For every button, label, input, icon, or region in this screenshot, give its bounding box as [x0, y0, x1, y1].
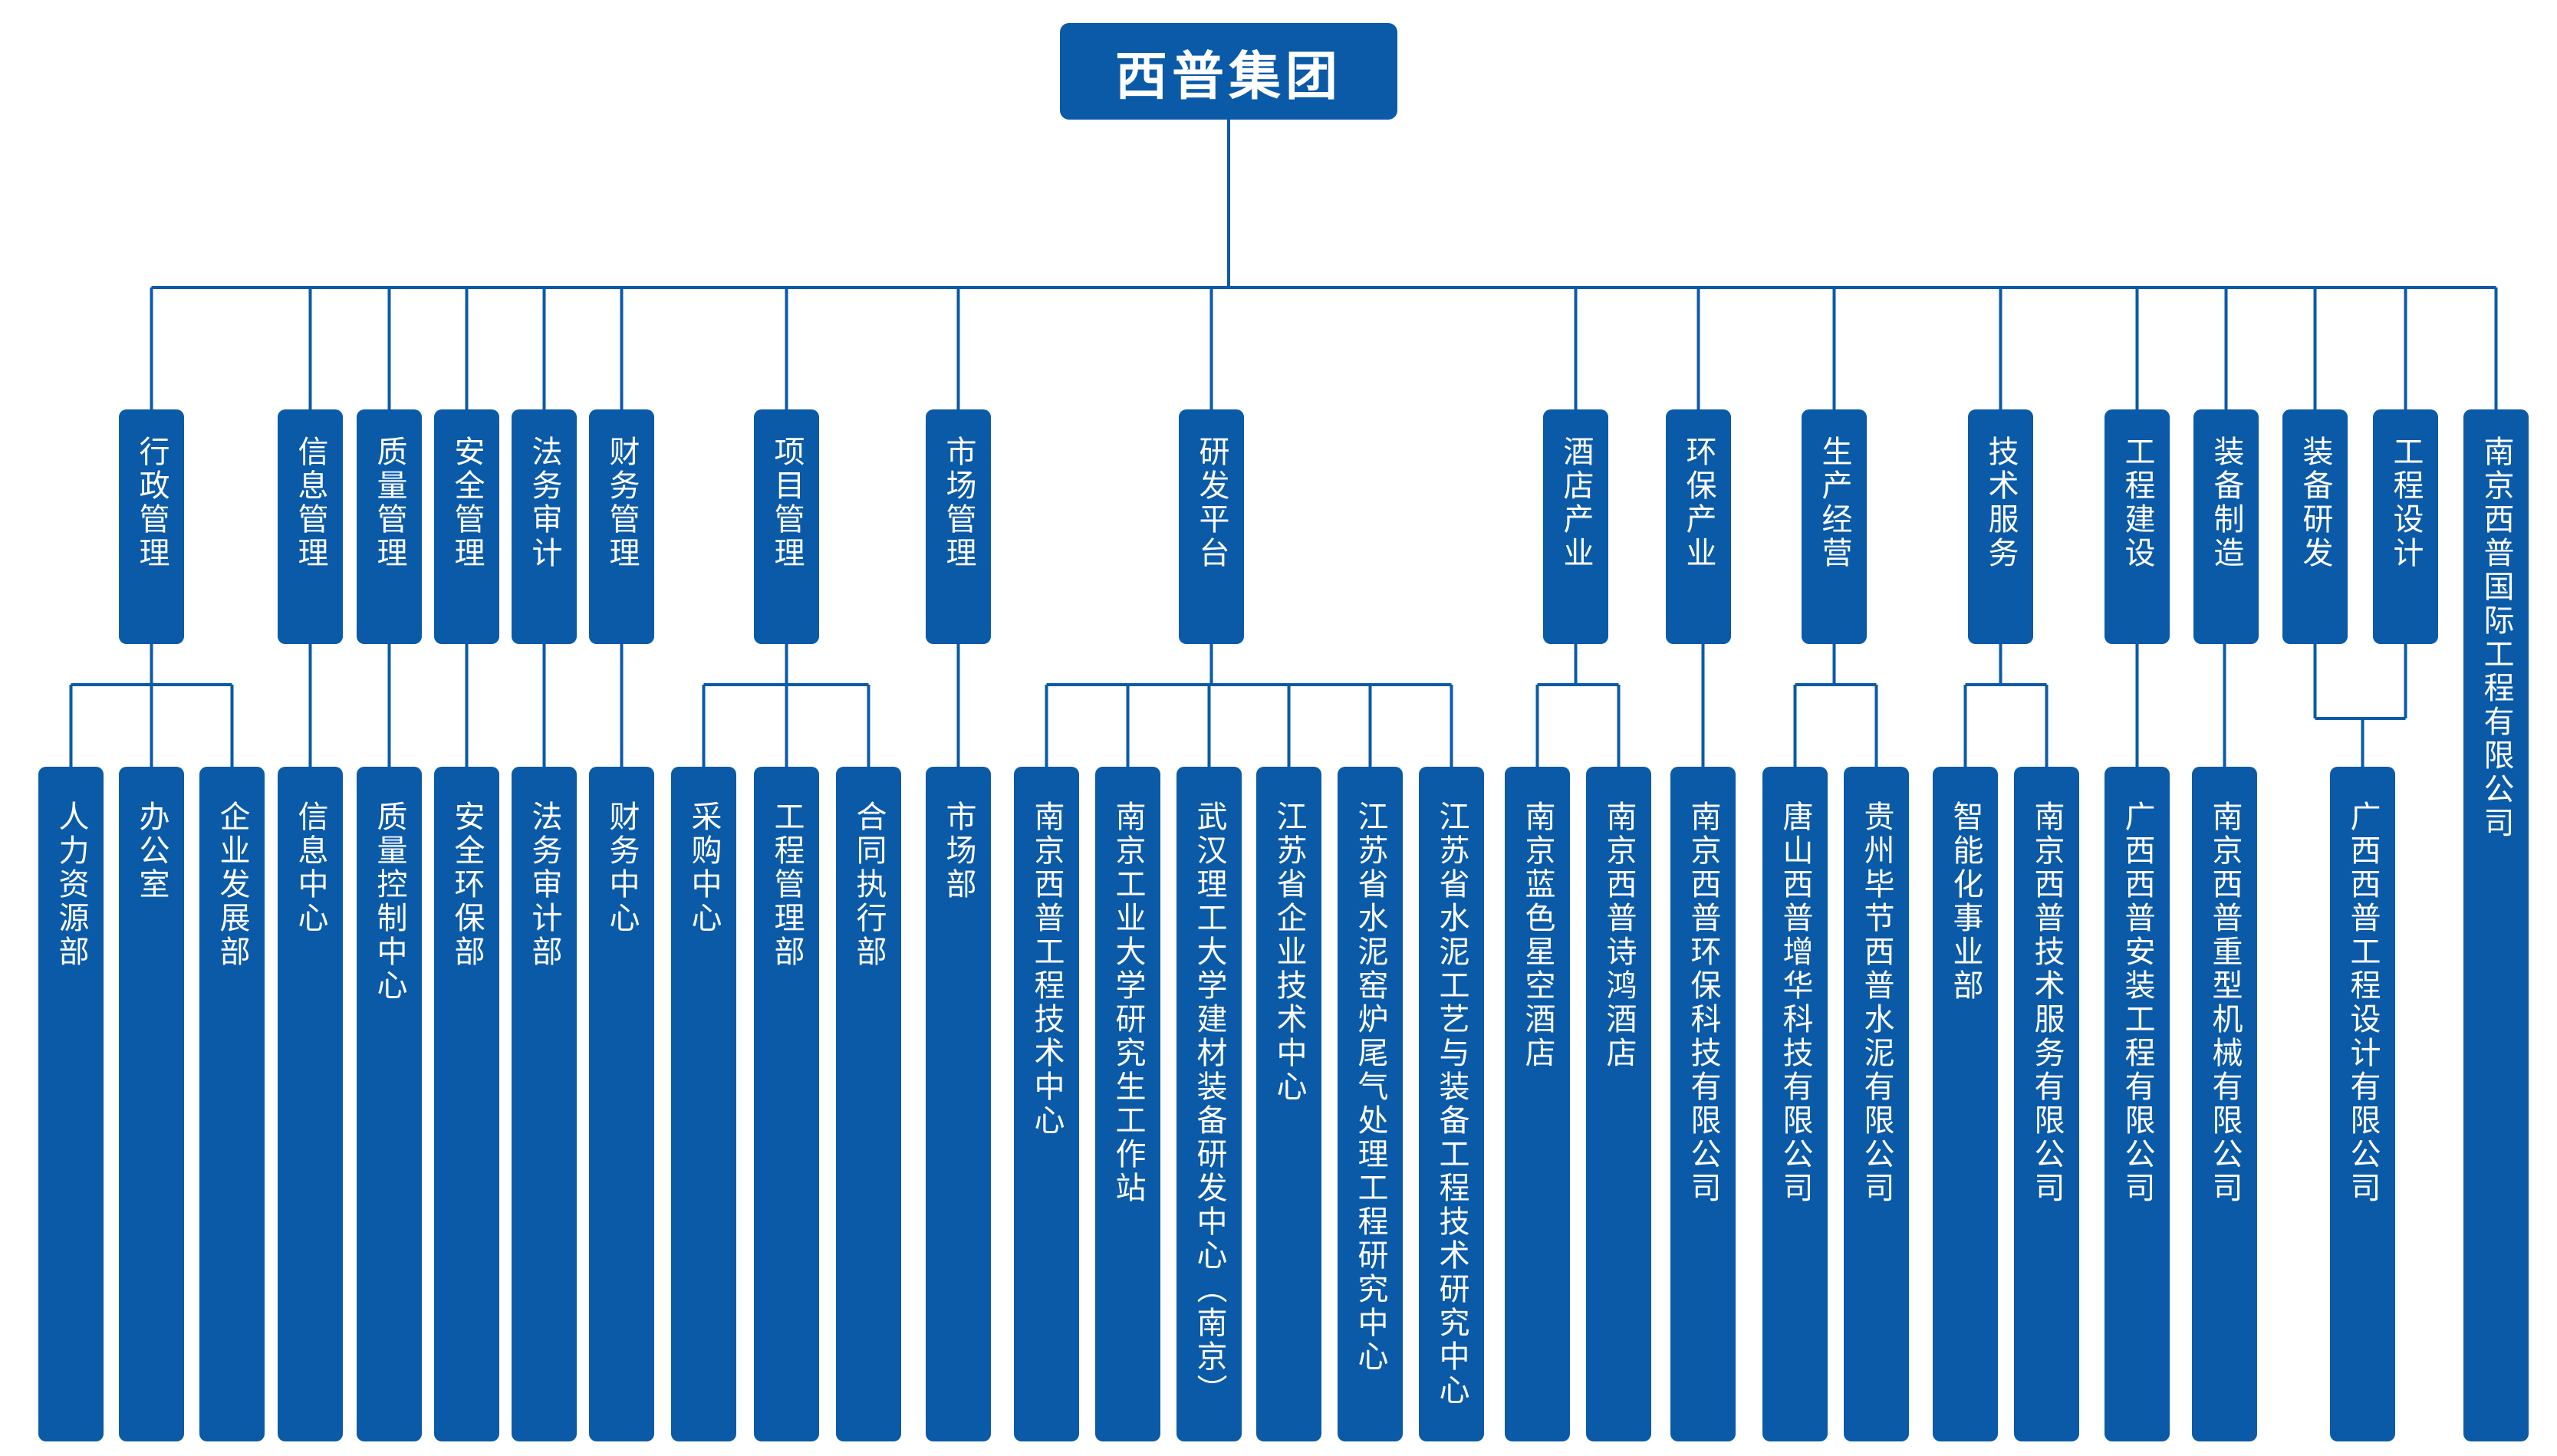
group-8-child-4-label: 江苏省水泥窑炉尾气处理工程研究中心 [1352, 800, 1388, 1374]
group-8-child-3-label: 江苏省企业技术中心 [1271, 800, 1307, 1104]
group-12-child-0-label: 智能化事业部 [1947, 800, 1983, 1003]
group-2-label: 质量管理 [371, 435, 407, 570]
group-5-label: 财务管理 [604, 435, 640, 570]
group-11-child-1-label: 贵州毕节西普水泥有限公司 [1858, 800, 1894, 1205]
group-16: 工程设计 [2373, 409, 2438, 644]
group-4-label: 法务审计 [526, 435, 562, 570]
group-3: 安全管理 [434, 409, 499, 644]
group-9: 酒店产业 [1543, 409, 1608, 644]
group-3-child-0: 安全环保部 [434, 767, 499, 1441]
group-0-label: 行政管理 [133, 435, 169, 570]
group-0-child-2-label: 企业发展部 [214, 800, 250, 969]
group-8-child-5: 江苏省水泥工艺与装备工程技术研究中心 [1419, 767, 1484, 1441]
group-6-child-1: 工程管理部 [754, 767, 819, 1441]
group-12-child-1-label: 南京西普技术服务有限公司 [2029, 800, 2065, 1205]
group-0-child-1: 办公室 [119, 767, 184, 1441]
group-2-child-0-label: 质量控制中心 [371, 800, 407, 1003]
group-12-child-1: 南京西普技术服务有限公司 [2014, 767, 2079, 1441]
group-10-child-0-label: 南京西普环保科技有限公司 [1685, 800, 1721, 1205]
group-8-child-2: 武汉理工大学建材装备研发中心（南京） [1176, 767, 1242, 1441]
group-17-label: 南京西普国际工程有限公司 [2478, 435, 2514, 840]
group-8-child-2-label: 武汉理工大学建材装备研发中心（南京） [1191, 800, 1227, 1408]
group-11-child-1: 贵州毕节西普水泥有限公司 [1844, 767, 1909, 1441]
group-13-child-0-label: 广西西普安装工程有限公司 [2119, 800, 2155, 1205]
group-1-child-0: 信息中心 [278, 767, 343, 1441]
group-1-child-0-label: 信息中心 [292, 800, 328, 935]
group-11-child-0-label: 唐山西普增华科技有限公司 [1777, 800, 1813, 1205]
group-5-child-0-label: 财务中心 [604, 800, 640, 935]
group-12-label: 技术服务 [1983, 435, 2019, 570]
group-9-child-0: 南京蓝色星空酒店 [1505, 767, 1570, 1441]
group-5: 财务管理 [589, 409, 654, 644]
group-8-label: 研发平台 [1193, 435, 1229, 570]
group-8-child-1: 南京工业大学研究生工作站 [1095, 767, 1160, 1441]
group-10-child-0: 南京西普环保科技有限公司 [1670, 767, 1736, 1441]
group-11: 生产经营 [1802, 409, 1867, 644]
group-15: 装备研发 [2282, 409, 2348, 644]
group-7: 市场管理 [926, 409, 991, 644]
group-6-child-1-label: 工程管理部 [768, 800, 805, 969]
group-4-child-0-label: 法务审计部 [526, 800, 562, 969]
group-4-child-0: 法务审计部 [512, 767, 577, 1441]
group-3-child-0-label: 安全环保部 [449, 800, 485, 969]
group-8-child-0: 南京西普工程技术中心 [1014, 767, 1079, 1441]
group-8: 研发平台 [1179, 409, 1244, 644]
group-15-child-0-label: 广西西普工程设计有限公司 [2345, 800, 2381, 1205]
group-14-child-0: 南京西普重型机械有限公司 [2192, 767, 2257, 1441]
group-5-child-0: 财务中心 [589, 767, 654, 1441]
group-6-child-2: 合同执行部 [836, 767, 901, 1441]
group-9-child-1: 南京西普诗鸿酒店 [1586, 767, 1651, 1441]
group-15-label: 装备研发 [2297, 435, 2333, 570]
group-1-label: 信息管理 [292, 435, 328, 570]
group-11-label: 生产经营 [1816, 435, 1852, 570]
group-17: 南京西普国际工程有限公司 [2463, 409, 2529, 1441]
group-8-child-4: 江苏省水泥窑炉尾气处理工程研究中心 [1338, 767, 1403, 1441]
group-16-label: 工程设计 [2388, 435, 2424, 570]
group-12: 技术服务 [1968, 409, 2033, 644]
group-6-label: 项目管理 [768, 435, 805, 570]
group-9-label: 酒店产业 [1558, 435, 1594, 570]
group-2: 质量管理 [357, 409, 422, 644]
group-9-child-1-label: 南京西普诗鸿酒店 [1601, 800, 1637, 1070]
group-2-child-0: 质量控制中心 [357, 767, 422, 1441]
group-8-child-1-label: 南京工业大学研究生工作站 [1110, 800, 1146, 1205]
group-6-child-0-label: 采购中心 [686, 800, 722, 935]
group-6: 项目管理 [754, 409, 819, 644]
group-14: 装备制造 [2193, 409, 2259, 644]
group-10-label: 环保产业 [1680, 435, 1716, 570]
group-1: 信息管理 [278, 409, 343, 644]
group-0-child-0: 人力资源部 [38, 767, 104, 1441]
group-12-child-0: 智能化事业部 [1933, 767, 1998, 1441]
group-7-child-0: 市场部 [926, 767, 991, 1441]
group-8-child-0-label: 南京西普工程技术中心 [1028, 800, 1065, 1138]
group-10: 环保产业 [1666, 409, 1731, 644]
group-11-child-0: 唐山西普增华科技有限公司 [1762, 767, 1828, 1441]
group-13-label: 工程建设 [2119, 435, 2155, 570]
group-0-child-1-label: 办公室 [133, 800, 169, 902]
group-14-child-0-label: 南京西普重型机械有限公司 [2207, 800, 2243, 1205]
root-node: 西普集团 [1060, 23, 1397, 120]
group-7-child-0-label: 市场部 [940, 800, 976, 902]
group-6-child-0: 采购中心 [671, 767, 736, 1441]
group-0: 行政管理 [119, 409, 184, 644]
group-0-child-2: 企业发展部 [199, 767, 265, 1441]
group-13: 工程建设 [2105, 409, 2170, 644]
group-8-child-5-label: 江苏省水泥工艺与装备工程技术研究中心 [1433, 800, 1469, 1408]
group-0-child-0-label: 人力资源部 [53, 800, 89, 969]
group-3-label: 安全管理 [449, 435, 485, 570]
group-15-child-0: 广西西普工程设计有限公司 [2330, 767, 2395, 1441]
group-14-label: 装备制造 [2208, 435, 2244, 570]
group-13-child-0: 广西西普安装工程有限公司 [2105, 767, 2170, 1441]
group-7-label: 市场管理 [940, 435, 976, 570]
group-8-child-3: 江苏省企业技术中心 [1256, 767, 1321, 1441]
group-4: 法务审计 [512, 409, 577, 644]
group-9-child-0-label: 南京蓝色星空酒店 [1519, 800, 1555, 1070]
group-6-child-2-label: 合同执行部 [851, 800, 887, 969]
